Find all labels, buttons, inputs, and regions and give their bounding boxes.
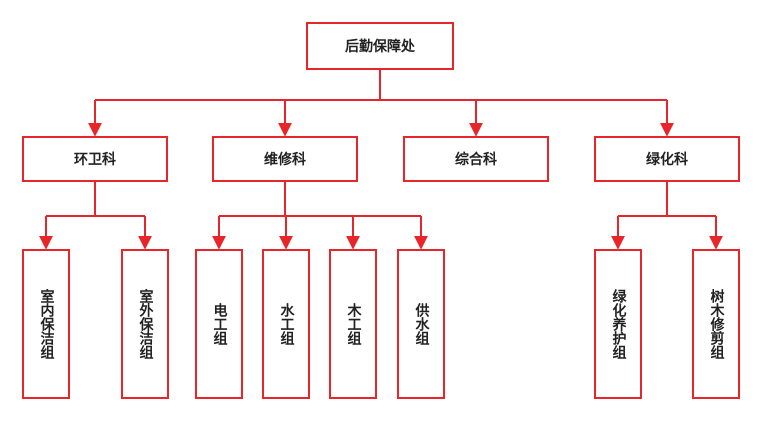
node-group-label: 室内保洁组 [38,289,55,359]
node-dept-zonghe: 综合科 [403,136,549,182]
node-dept-huanwei: 环卫科 [22,136,168,182]
node-root: 后勤保障处 [306,22,454,70]
node-group-label: 供水组 [413,303,430,345]
node-group-electrician: 电工组 [195,249,243,399]
node-group-green-maintenance: 绿化养护组 [594,249,642,399]
node-group-label: 木工组 [345,303,362,345]
node-group-water-supply: 供水组 [397,249,445,399]
node-root-label: 后勤保障处 [345,39,415,55]
node-group-plumbing: 水工组 [262,249,310,399]
node-group-label: 树木修剪组 [708,289,725,359]
node-dept-weixiu: 维修科 [212,136,358,182]
node-group-indoor-cleaning: 室内保洁组 [22,249,70,399]
node-group-label: 室外保洁组 [137,289,154,359]
node-group-label: 绿化养护组 [610,289,627,359]
node-dept-label: 维修科 [264,152,306,168]
node-group-tree-pruning: 树木修剪组 [692,249,740,399]
node-dept-lvhua: 绿化科 [594,136,740,182]
node-dept-label: 绿化科 [646,152,688,168]
node-group-carpentry: 木工组 [329,249,377,399]
node-group-label: 水工组 [278,303,295,345]
node-group-outdoor-cleaning: 室外保洁组 [121,249,169,399]
node-dept-label: 环卫科 [74,152,116,168]
node-dept-label: 综合科 [455,152,497,168]
node-group-label: 电工组 [211,303,228,345]
